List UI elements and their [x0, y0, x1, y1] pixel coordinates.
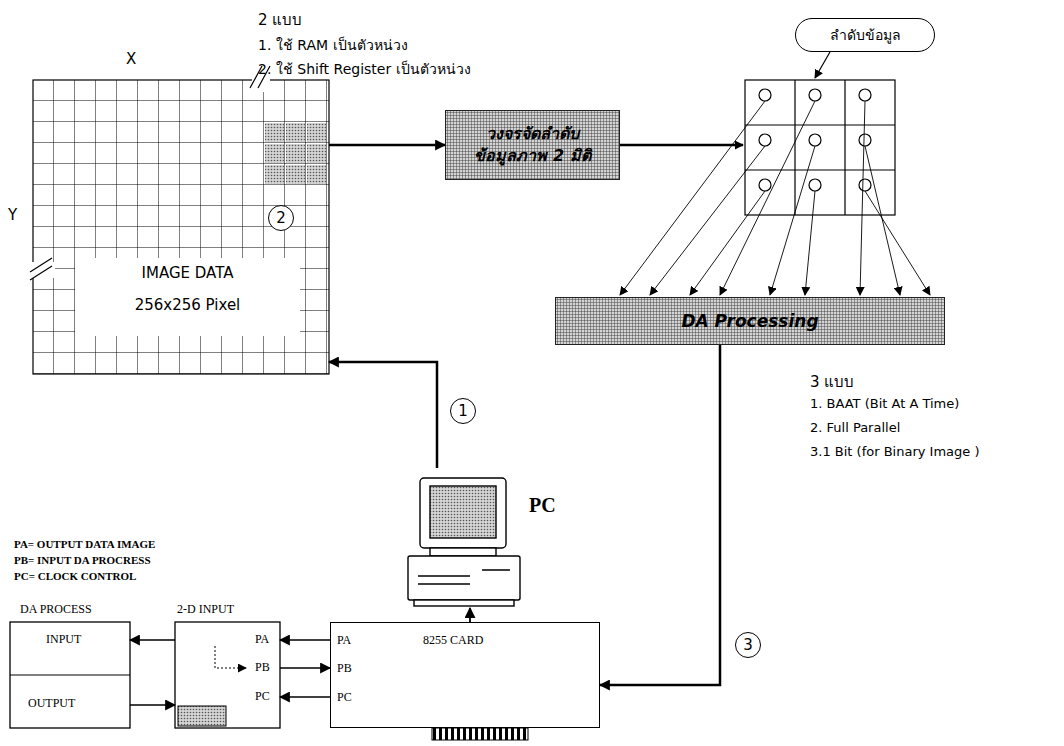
connector: [469, 608, 471, 622]
data-order-bubble: ลำดับข้อมูล: [795, 18, 935, 52]
note-label: Y: [8, 206, 17, 224]
internal-route: [215, 646, 246, 668]
note-label: 1. ใช้ RAM เป็นตัวหน่วง: [258, 34, 408, 56]
pc-monitor: [408, 478, 520, 606]
input-2d-box: [175, 622, 280, 728]
tap-line: [620, 101, 765, 295]
window-grid: [745, 80, 895, 215]
node-text: ลำดับข้อมูล: [830, 24, 901, 46]
note-label: 2. ใช้ Shift Register เป็นตัวหน่วง: [258, 58, 471, 80]
sequencer-box: วงจรจัดลำดับ ข้อมูลภาพ 2 มิติ: [445, 110, 620, 180]
order-arrow: [620, 144, 743, 147]
note-label: 2 แบบ: [258, 8, 302, 32]
connector: [130, 704, 175, 705]
node-text: PA: [337, 633, 351, 648]
card-edge-connector: [432, 728, 528, 740]
node-text: PC: [529, 494, 556, 517]
node-text: 256x256 Pixel: [75, 296, 300, 314]
pc-unit: PC: [405, 468, 565, 608]
da-process-block: DA PROCESS INPUT OUTPUT: [10, 600, 130, 728]
note-label: PA= OUTPUT DATA IMAGE: [14, 538, 155, 550]
node-text: PC: [337, 690, 352, 705]
node-text: PB: [255, 660, 270, 675]
tap-line: [690, 191, 765, 295]
tap-lines: [620, 101, 930, 295]
callout-number: 3: [735, 632, 761, 658]
callout-number: 2: [268, 205, 294, 231]
note-label: PC= CLOCK CONTROL: [14, 570, 136, 582]
connector: [329, 144, 445, 147]
connector: [280, 667, 330, 668]
callout-number: 1: [450, 398, 476, 424]
tap-line: [860, 101, 865, 295]
tap-line: [865, 191, 930, 295]
node-text: DA Processing: [681, 311, 818, 331]
note-label: 2. Full Parallel: [810, 420, 900, 435]
da-divider: [10, 675, 130, 676]
node-text: PB: [337, 661, 352, 676]
note-label: 3 แบบ: [810, 370, 854, 394]
input-2d-block: 2-D INPUT PA PB PC: [175, 600, 280, 728]
connector: [600, 345, 720, 685]
node-text: PC: [255, 689, 270, 704]
image-grid: [25, 62, 329, 374]
note-label: X: [126, 50, 136, 68]
note-label: 3.1 Bit (for Binary Image ): [810, 444, 979, 459]
node-text: วงจรจัดลำดับ ข้อมูลภาพ 2 มิติ: [465, 123, 600, 166]
da-processing-box: DA Processing: [555, 297, 945, 345]
node-text: PA: [255, 632, 269, 647]
connector: [280, 696, 330, 697]
tap-line: [650, 146, 765, 295]
tap-line: [805, 191, 815, 295]
node-text: 8255 CARD: [423, 633, 483, 648]
tap-line: [770, 146, 815, 295]
shaded-block: [178, 706, 226, 726]
node-text: INPUT: [46, 632, 81, 647]
node-text: OUTPUT: [28, 696, 75, 711]
connector: [329, 362, 437, 468]
tap-line: [865, 146, 900, 295]
connector: [280, 639, 330, 640]
card-8255: PA 8255 CARD PB PC: [330, 622, 600, 728]
note-label: PB= INPUT DA PROCRESS: [14, 554, 151, 566]
node-text: DA PROCESS: [20, 602, 92, 617]
node-text: IMAGE DATA: [75, 264, 300, 282]
node-text: 2-D INPUT: [177, 602, 234, 617]
note-label: 1. BAAT (Bit At A Time): [810, 396, 959, 411]
tap-line: [720, 101, 815, 295]
connector: [130, 639, 175, 640]
pointer-line: [815, 52, 830, 78]
da-process-box: [10, 622, 130, 728]
